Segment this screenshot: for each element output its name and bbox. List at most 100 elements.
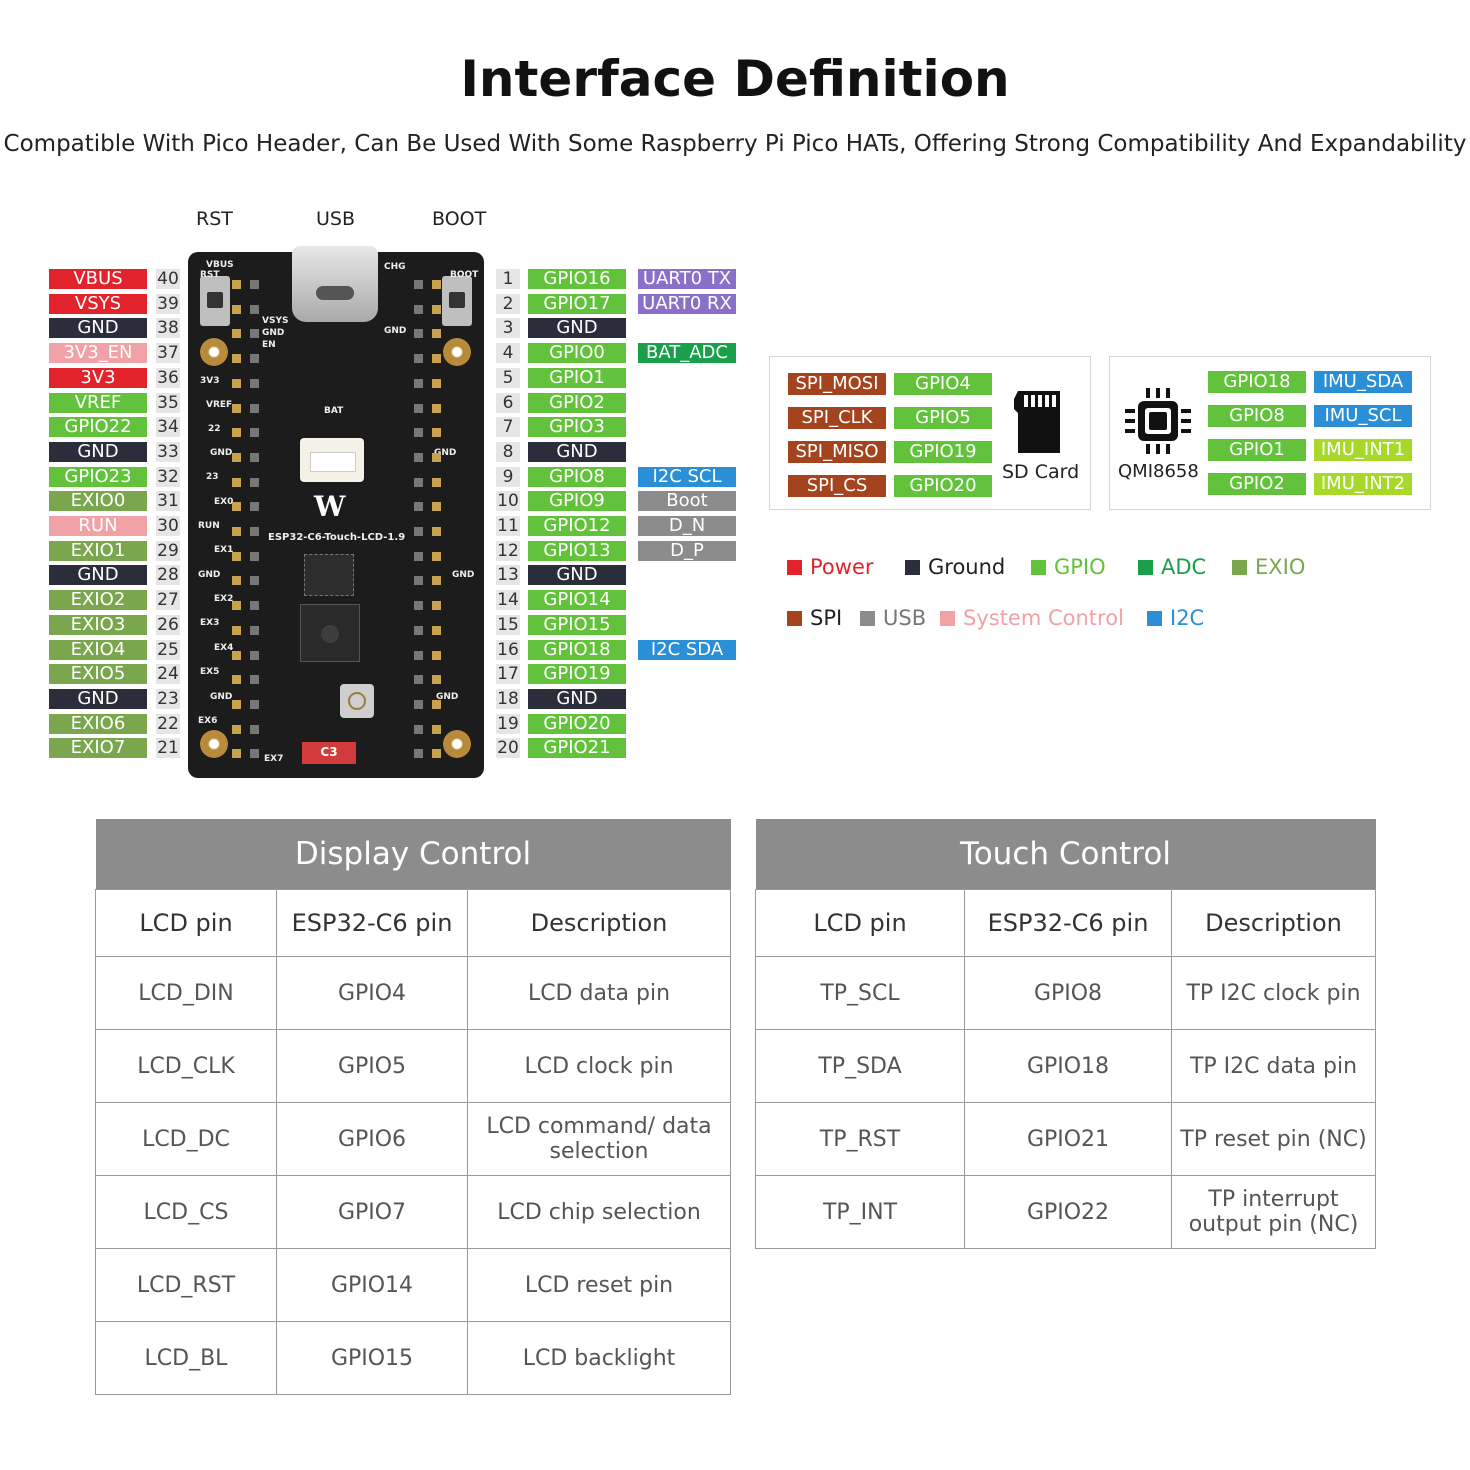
silk-ex3: EX3: [200, 618, 220, 628]
header-pad: [250, 699, 259, 709]
legend-item: Power: [787, 555, 874, 579]
left-pin-number: 31: [156, 491, 180, 512]
right-pin-number: 4: [496, 343, 520, 364]
right-pin-label: GPIO12: [528, 516, 626, 536]
legend-item: SPI: [787, 606, 842, 630]
left-pin-label: 3V3: [49, 367, 147, 388]
sd-gpio: GPIO4: [894, 373, 992, 395]
header-pad: [414, 749, 423, 759]
silk-ex2: EX2: [214, 594, 234, 604]
legend-swatch: [787, 560, 802, 575]
right-pin-label: GPIO13: [528, 540, 626, 561]
antenna-connector[interactable]: [340, 684, 374, 718]
left-pin-label: EXIO5: [49, 664, 147, 685]
chip-small: [304, 554, 354, 596]
silk-gnd-r2: GND: [452, 570, 475, 580]
right-pin-label: GPIO19: [528, 664, 626, 685]
left-pin-number: 40: [156, 269, 180, 289]
left-pin-number: 23: [156, 688, 180, 709]
silk-en: EN: [262, 340, 276, 350]
left-pin-label: 3V3_EN: [49, 343, 147, 364]
header-pad: [432, 749, 441, 759]
left-pin-number: 25: [156, 639, 180, 660]
table-cell: LCD_RST: [95, 1248, 277, 1322]
left-pin-number: 37: [156, 343, 180, 364]
left-pin-label: EXIO0: [49, 491, 147, 512]
left-pin-label: GND: [49, 318, 147, 339]
header-pad: [250, 724, 259, 734]
left-pin-number: 30: [156, 516, 180, 536]
header-pad: [432, 428, 441, 438]
boot-button[interactable]: [442, 276, 472, 326]
left-pin-number: 34: [156, 417, 180, 438]
table-cell: GPIO7: [276, 1175, 468, 1249]
header-pad: [250, 527, 259, 536]
right-pin-function: BAT_ADC: [638, 343, 736, 364]
display-header-desc: Description: [467, 889, 731, 957]
sd-card-caption: SD Card: [1002, 461, 1080, 483]
left-pin-label: EXIO3: [49, 614, 147, 635]
right-pin-number: 18: [496, 688, 520, 709]
header-pad: [250, 280, 259, 289]
right-pin-number: 9: [496, 466, 520, 487]
board-model-silk: ESP32-C6-Touch-LCD-1.9: [268, 532, 406, 543]
header-pad: [432, 699, 441, 709]
left-pin-number: 24: [156, 664, 180, 685]
right-pin-label: GND: [528, 688, 626, 709]
header-pad: [432, 625, 441, 635]
right-pin-label: GND: [528, 441, 626, 462]
left-pin-number: 22: [156, 713, 180, 734]
table-cell: LCD_DIN: [95, 956, 277, 1030]
mount-hole-tr: [443, 338, 471, 366]
header-pad: [232, 576, 241, 586]
chip-icon: [1122, 385, 1194, 457]
right-pin-number: 12: [496, 540, 520, 561]
header-pad: [250, 452, 259, 462]
header-pad: [432, 304, 441, 314]
silk-gnd-l2: GND: [198, 570, 221, 580]
battery-connector[interactable]: [300, 438, 364, 482]
silk-vref: VREF: [206, 400, 233, 410]
header-pad: [232, 280, 241, 289]
silk-gnd-r3: GND: [436, 692, 459, 702]
header-pad: [432, 329, 441, 339]
header-pad: [432, 724, 441, 734]
table-cell: GPIO4: [276, 956, 468, 1030]
sd-spi-signal: SPI_MOSI: [788, 373, 886, 395]
rst-button[interactable]: [200, 276, 230, 326]
header-pad: [414, 576, 423, 586]
sd-spi-signal: SPI_CS: [788, 475, 886, 497]
silk-ex1: EX1: [214, 545, 234, 555]
right-pin-function: D_P: [638, 540, 736, 561]
right-pin-number: 17: [496, 664, 520, 685]
boot-label: BOOT: [432, 208, 487, 230]
usb-c-connector[interactable]: [292, 246, 378, 322]
header-pad: [414, 378, 423, 388]
table-cell: LCD clock pin: [467, 1029, 731, 1103]
right-pin-function: D_N: [638, 516, 736, 536]
mount-hole-tl: [200, 338, 228, 366]
header-pad: [232, 675, 241, 685]
header-pad: [414, 527, 423, 536]
header-pad: [232, 304, 241, 314]
imu-gpio: GPIO1: [1208, 439, 1306, 461]
legend-item: I2C: [1147, 606, 1204, 630]
table-cell: TP_INT: [755, 1175, 965, 1249]
header-pad: [232, 601, 241, 611]
legend-label: USB: [883, 606, 927, 630]
header-pad: [232, 403, 241, 413]
left-pin-number: 28: [156, 565, 180, 586]
right-pin-label: GPIO20: [528, 713, 626, 734]
right-pin-function: I2C SDA: [638, 639, 736, 660]
left-pin-number: 35: [156, 392, 180, 413]
header-pad: [414, 675, 423, 685]
right-pin-label: GPIO9: [528, 491, 626, 512]
right-pin-label: GPIO15: [528, 614, 626, 635]
silk-gnd-r1: GND: [434, 448, 457, 458]
left-pin-number: 36: [156, 367, 180, 388]
left-pin-label: RUN: [49, 516, 147, 536]
